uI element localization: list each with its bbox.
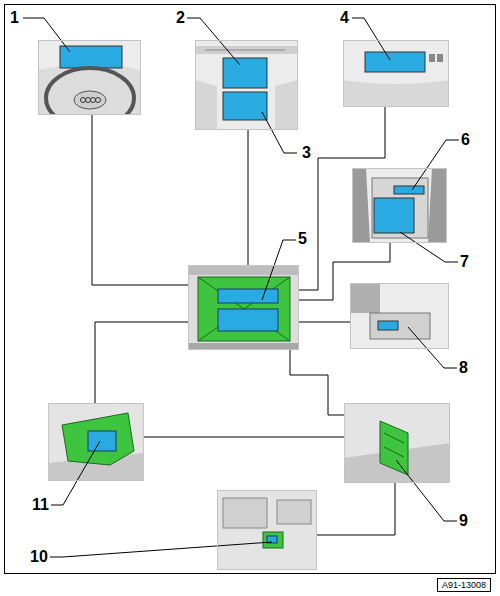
photo-panel: 10 — [217, 490, 317, 570]
callout-number: 2 — [176, 10, 185, 26]
panel-art — [350, 283, 449, 349]
callout-number: 11 — [32, 497, 49, 513]
connector-line — [144, 437, 344, 438]
panel-art — [188, 265, 299, 350]
photo-panel: 23 — [195, 40, 298, 130]
photo-panel: 67 — [352, 168, 447, 243]
connector-line — [92, 115, 188, 285]
connector-line — [248, 130, 249, 265]
panel-art — [352, 168, 447, 243]
callout-number: 10 — [30, 549, 48, 565]
callout-number: 5 — [298, 231, 307, 247]
panel-art — [48, 403, 144, 481]
callout-number: 3 — [302, 145, 311, 161]
photo-panel: 11 — [48, 403, 144, 481]
panel-art — [343, 40, 449, 107]
connector-path — [92, 115, 188, 285]
panel-art — [217, 490, 317, 570]
connector-path — [317, 483, 395, 535]
photo-panel: 5 — [188, 265, 299, 350]
connector-path — [95, 322, 188, 403]
connector-path — [299, 322, 350, 323]
callout-number: 1 — [10, 10, 19, 26]
connector-path — [248, 130, 249, 265]
panel-art — [38, 40, 141, 128]
outer-frame — [5, 5, 496, 574]
panel-art — [344, 403, 450, 483]
connector-path — [290, 350, 344, 415]
callout-number: 8 — [459, 360, 468, 376]
photo-panel: 4 — [343, 40, 449, 107]
photo-panel: 1 — [38, 40, 141, 115]
panel-art — [195, 40, 298, 130]
figure-id: A91-13008 — [437, 578, 491, 592]
callout-number: 9 — [459, 513, 468, 529]
callout-number: 7 — [460, 254, 469, 270]
photo-panel: 9 — [344, 403, 450, 483]
connector-line — [95, 322, 188, 403]
connector-line — [317, 483, 395, 535]
photo-panel: 8 — [350, 283, 449, 349]
connector-line — [290, 350, 344, 415]
callout-number: 6 — [461, 132, 470, 148]
connector-path — [144, 437, 344, 438]
leader-lines — [23, 18, 459, 557]
callout-number: 4 — [340, 10, 349, 26]
connector-line — [299, 322, 350, 323]
